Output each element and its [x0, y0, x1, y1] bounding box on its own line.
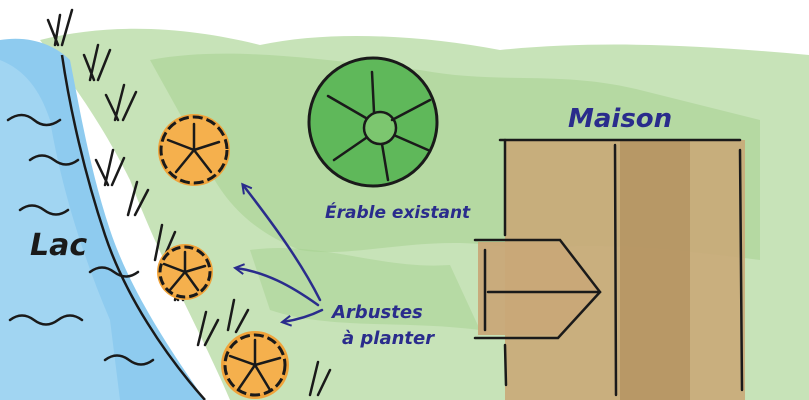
existing-maple-tree: [307, 56, 439, 188]
maple-label: Érable existant: [325, 201, 471, 223]
house-label: Maison: [568, 104, 672, 134]
lake: [0, 38, 206, 400]
shrub: [221, 331, 289, 399]
shrub: [158, 114, 230, 186]
house: [473, 138, 745, 400]
lake-label: Lac: [30, 228, 87, 263]
shrub-arrows: [236, 185, 324, 322]
shrub: [157, 244, 213, 300]
shrubs-label-line2: à planter: [342, 328, 435, 349]
shrubs-label-line1: Arbustes: [330, 302, 423, 323]
wave-marks: [6, 113, 155, 366]
